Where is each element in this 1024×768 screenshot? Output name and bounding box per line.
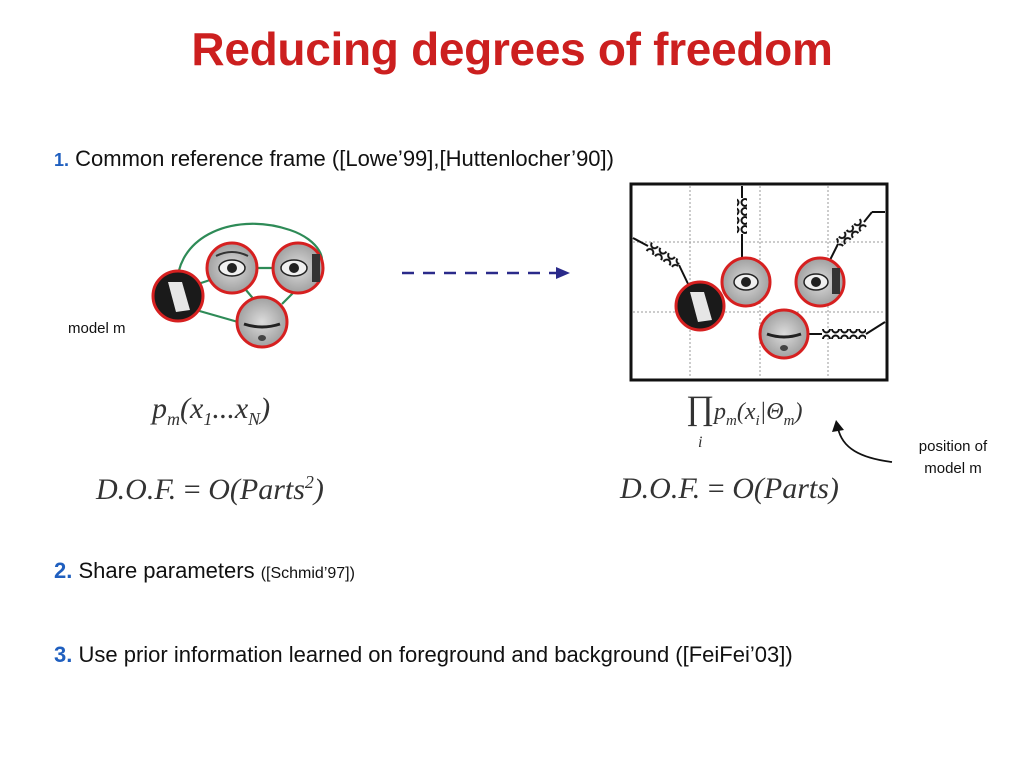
product-index: i	[698, 434, 703, 451]
left-model-graph	[151, 222, 325, 349]
point-3-number: 3.	[54, 642, 73, 667]
eye-part-icon	[205, 241, 259, 295]
right-probability-formula: ∏pm(xi|Θm)	[686, 390, 803, 429]
position-pointer-arrow	[832, 420, 893, 463]
point-1-text: Common reference frame ([Lowe’99],[Hutte…	[75, 146, 614, 171]
eye-part-icon	[794, 256, 846, 308]
nose-part-icon	[674, 280, 726, 332]
point-3-text: Use prior information learned on foregro…	[78, 642, 793, 667]
eye-part-icon	[720, 256, 772, 308]
slide-title: Reducing degrees of freedom	[191, 23, 833, 75]
position-label-line1: position of	[918, 438, 988, 455]
point-2-number: 2.	[54, 558, 73, 583]
nose-part-icon	[151, 269, 205, 323]
left-dof-formula: D.O.F. = O(Parts2)	[96, 472, 324, 506]
position-of-model-label: position of model m	[898, 436, 1008, 480]
point-1-number: 1.	[54, 150, 70, 170]
position-label-line2: model m	[924, 460, 982, 477]
dashed-arrow-icon	[402, 267, 570, 279]
model-m-label: model m	[68, 320, 126, 337]
point-2-citation: ([Schmid’97])	[260, 565, 355, 582]
right-dof-formula: D.O.F. = O(Parts)	[620, 472, 839, 505]
point-1: 1. Common reference frame ([Lowe’99],[Hu…	[54, 146, 614, 172]
point-2: 2. Share parameters ([Schmid’97])	[54, 558, 355, 584]
point-3: 3. Use prior information learned on fore…	[54, 642, 793, 668]
mouth-part-icon	[758, 308, 810, 360]
point-2-text: Share parameters	[78, 558, 255, 583]
graph-edge	[195, 308, 239, 324]
mouth-part-icon	[235, 295, 289, 349]
left-probability-formula: pm(x1...xN)	[152, 392, 271, 429]
reference-frame	[629, 182, 889, 382]
eye-part-icon	[271, 241, 325, 295]
